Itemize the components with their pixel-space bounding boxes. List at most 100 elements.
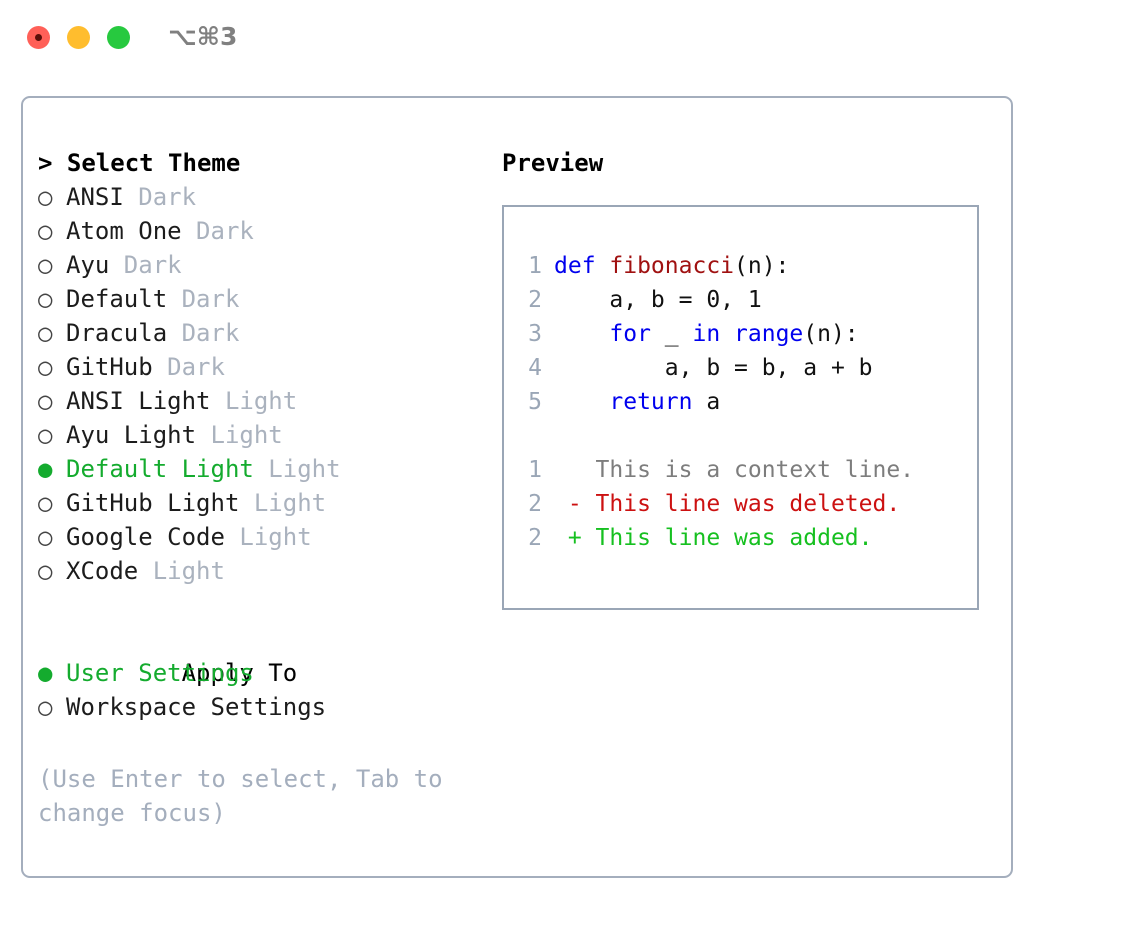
radio-selected-icon: ● [38,455,53,483]
code-token: + This line was added. [554,525,873,551]
theme-option-label: Default [66,285,168,313]
theme-option-github-light[interactable]: ○ GitHub Light Light [38,486,478,520]
theme-option-label: ANSI Light [66,387,211,415]
line-number: 1 [528,253,542,279]
radio-unselected-icon: ○ [38,217,53,245]
keyboard-shortcut-label: ⌥⌘3 [168,22,238,51]
theme-option-label: Default Light [66,455,254,483]
line-number: 2 [528,525,542,551]
code-token: (n): [803,321,859,347]
code-line: 5 return a [516,385,966,419]
diff-sample-lines: 1 This is a context line. 2 - This line w… [516,453,966,555]
theme-option-ansi-light[interactable]: ○ ANSI Light Light [38,384,478,418]
theme-option-dracula[interactable]: ○ Dracula Dark [38,316,478,350]
theme-option-label: GitHub [66,353,153,381]
theme-option-tag: Light [196,421,283,449]
code-line: 1 def fibonacci(n): [516,249,966,283]
diff-line: 2 + This line was added. [516,521,966,555]
code-token: a [692,389,721,415]
code-token: for [609,321,651,347]
theme-option-tag: Dark [167,319,240,347]
theme-option-default[interactable]: ○ Default Dark [38,282,478,316]
theme-option-label: Google Code [66,523,225,551]
radio-unselected-icon: ○ [38,183,53,211]
theme-option-ansi[interactable]: ○ ANSI Dark [38,180,478,214]
theme-option-ayu-light[interactable]: ○Ayu Light Light [38,418,478,452]
diff-line: 2 - This line was deleted. [516,487,966,521]
theme-option-default-light[interactable]: ●Default Light Light [38,452,478,486]
code-diff-separator [516,419,966,453]
theme-option-xcode[interactable]: ○XCode Light [38,554,478,588]
radio-unselected-icon: ○ [38,489,53,517]
code-token: _ [650,321,693,347]
code-line: 3 for _ in range(n): [516,317,966,351]
theme-option-tag: Light [224,523,312,551]
theme-option-tag: Dark [109,251,182,279]
theme-option-label: XCode [66,557,139,585]
code-token: a, b = b, a + b [554,355,873,381]
line-number: 3 [528,321,542,347]
radio-unselected-icon: ○ [38,353,53,381]
apply-to-option-user-settings[interactable]: ● User Settings [38,656,478,690]
apply-to-option-list: ● User Settings ○ Workspace Settings [38,656,478,724]
theme-option-label: Dracula [66,319,168,347]
radio-unselected-icon: ○ [38,693,53,721]
apply-to-option-label: User Settings [66,659,254,687]
line-number: 1 [528,457,542,483]
theme-option-github[interactable]: ○ GitHub Dark [38,350,478,384]
apply-to-heading-label: Apply To [181,659,298,687]
radio-unselected-icon: ○ [38,285,53,313]
line-number: 2 [528,287,542,313]
theme-option-label: GitHub Light [66,489,240,517]
theme-picker-card: > Select Theme ○ANSI Dark○Atom One Dark○… [21,96,1013,878]
theme-option-tag: Dark [152,353,225,381]
code-token: - This line was deleted. [554,491,901,517]
theme-option-label: ANSI [66,183,124,211]
close-window-icon[interactable] [27,26,50,49]
code-token [554,321,609,347]
traffic-light-buttons [27,26,130,49]
code-token: This is a context line. [554,457,915,483]
select-theme-heading: > Select Theme [38,149,241,177]
radio-unselected-icon: ○ [38,251,53,279]
preview-column: Preview [502,146,972,180]
theme-option-label: Ayu [66,251,110,279]
code-token: def [554,253,610,279]
theme-option-tag: Light [210,387,298,415]
title-bar: ⌥⌘3 [0,0,1140,78]
apply-to-option-workspace-settings[interactable]: ○ Workspace Settings [38,690,478,724]
theme-option-tag: Light [239,489,327,517]
theme-selection-column: > Select Theme ○ANSI Dark○Atom One Dark○… [38,146,478,724]
apply-to-heading: Apply To [38,622,478,687]
radio-unselected-icon: ○ [38,557,53,585]
theme-option-tag: Dark [181,217,254,245]
code-token: return [609,389,693,415]
line-number: 4 [528,355,542,381]
code-token: fibonacci [609,253,735,279]
radio-unselected-icon: ○ [38,523,53,551]
code-token [554,389,609,415]
theme-option-ayu[interactable]: ○ Ayu Dark [38,248,478,282]
maximize-window-icon[interactable] [107,26,130,49]
radio-selected-icon: ● [38,659,53,687]
theme-option-tag: Dark [167,285,240,313]
line-number: 5 [528,389,542,415]
radio-unselected-icon: ○ [38,421,53,449]
code-token: (n): [734,253,790,279]
theme-option-google-code[interactable]: ○ Google Code Light [38,520,478,554]
list-spacer [38,588,478,622]
code-token: a, b = 0, 1 [554,287,762,313]
theme-option-tag: Dark [123,183,197,211]
radio-unselected-icon: ○ [38,319,53,347]
theme-option-atom-one[interactable]: ○Atom One Dark [38,214,478,248]
line-number: 2 [528,491,542,517]
preview-heading: Preview [502,149,604,177]
radio-unselected-icon: ○ [38,387,53,415]
minimize-window-icon[interactable] [67,26,90,49]
apply-to-option-label: Workspace Settings [66,693,327,721]
keyboard-hint-text: (Use Enter to select, Tab to change focu… [38,765,458,827]
code-line: 4 a, b = b, a + b [516,351,966,385]
